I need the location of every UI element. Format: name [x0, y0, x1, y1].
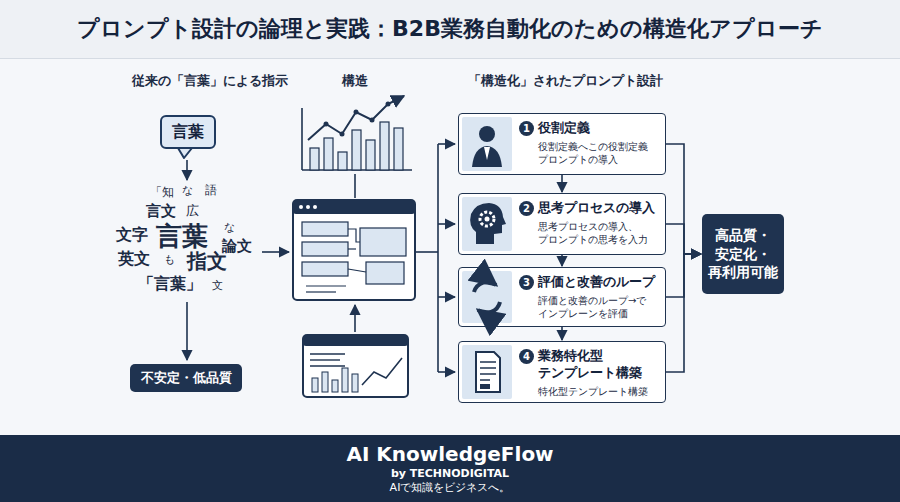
- word-cloud-text: 広: [186, 204, 199, 218]
- flow-arrow: [666, 224, 701, 254]
- card-title: 業務特化型 テンプレート構築: [538, 348, 659, 382]
- bubble-text: 言葉: [172, 122, 204, 143]
- result-box: 高品質・ 安定化・ 再利用可能: [702, 214, 784, 294]
- word-cloud-text: 「言葉」: [138, 275, 202, 293]
- card-title: 役割定義: [538, 120, 659, 137]
- process-card: 4 業務特化型 テンプレート構築特化型テンプレート構築: [458, 341, 666, 403]
- card-title-row: 2 思考プロセスの導入: [519, 200, 659, 217]
- word-cloud-text: 言文: [146, 203, 176, 220]
- card-title-row: 3 評価と改善のループ: [519, 274, 659, 291]
- box-text: 不安定・低品質: [141, 369, 232, 387]
- card-title-row: 4 業務特化型 テンプレート構築: [519, 348, 659, 382]
- card-body: 思考プロセスの導入、 プロンプトの思考を入力: [538, 220, 659, 247]
- card-title-row: 1 役割定義: [519, 120, 659, 137]
- word-cloud-text: な: [182, 185, 193, 197]
- footer-text: AIで知識をビジネスへ。: [390, 481, 511, 495]
- word-cloud-text: 言葉: [156, 222, 208, 251]
- flow-arrow: [561, 327, 563, 340]
- card-body: 特化型テンプレート構築: [538, 385, 659, 399]
- callout-number: 1: [519, 121, 534, 136]
- process-card: 3 評価と改善のループ評価と改善のループ→で インプレーンを評価: [458, 267, 666, 327]
- card-title: 評価と改善のループ: [538, 274, 659, 291]
- column-header: 構造: [342, 74, 368, 88]
- word-cloud-text: 語: [205, 184, 217, 197]
- flow-arrow: [666, 254, 701, 372]
- word-cloud-text: 文字: [116, 226, 148, 244]
- word-cloud-text: 「知: [150, 186, 174, 199]
- flow-arrow: [561, 255, 563, 266]
- flow-arrow: [561, 175, 563, 192]
- word-cloud-text: 英文: [118, 250, 150, 268]
- word-cloud-text: も: [164, 254, 175, 266]
- process-card: 2 思考プロセスの導入思考プロセスの導入、 プロンプトの思考を入力: [458, 193, 666, 255]
- column-header: 従来の「言葉」による指示: [132, 74, 288, 88]
- box-text: 高品質・ 安定化・ 再利用可能: [706, 226, 780, 283]
- callout-number: 4: [519, 349, 534, 364]
- callout-number: 3: [519, 275, 534, 290]
- title-text: プロンプト設計の論理と実践：B2B業務自動化のための構造化アプローチ: [77, 14, 823, 44]
- card-body: 役割定義へこの役割定義 プロンプトの導入: [538, 140, 659, 167]
- card-title: 思考プロセスの導入: [538, 200, 659, 217]
- column-header: 「構造化」されたプロンプト設計: [468, 74, 663, 88]
- footer-band: AI KnowledgeFlowby TECHNODIGITALAIで知識をビジ…: [0, 435, 900, 502]
- footer-text: by TECHNODIGITAL: [391, 467, 509, 481]
- process-card: 1 役割定義役割定義へこの役割定義 プロンプトの導入: [458, 113, 666, 175]
- word-cloud-text: な: [224, 222, 235, 234]
- callout-number: 2: [519, 201, 534, 216]
- speech-bubble: 言葉: [160, 115, 216, 149]
- word-cloud-text: 文: [212, 280, 223, 292]
- flow-arrow: [666, 144, 701, 254]
- footer-text: AI KnowledgeFlow: [346, 442, 553, 467]
- result-box: 不安定・低品質: [130, 364, 242, 392]
- title-bar: プロンプト設計の論理と実践：B2B業務自動化のための構造化アプローチ: [0, 0, 900, 59]
- word-cloud-text: 指文: [187, 250, 227, 272]
- card-body: 評価と改善のループ→で インプレーンを評価: [538, 294, 659, 321]
